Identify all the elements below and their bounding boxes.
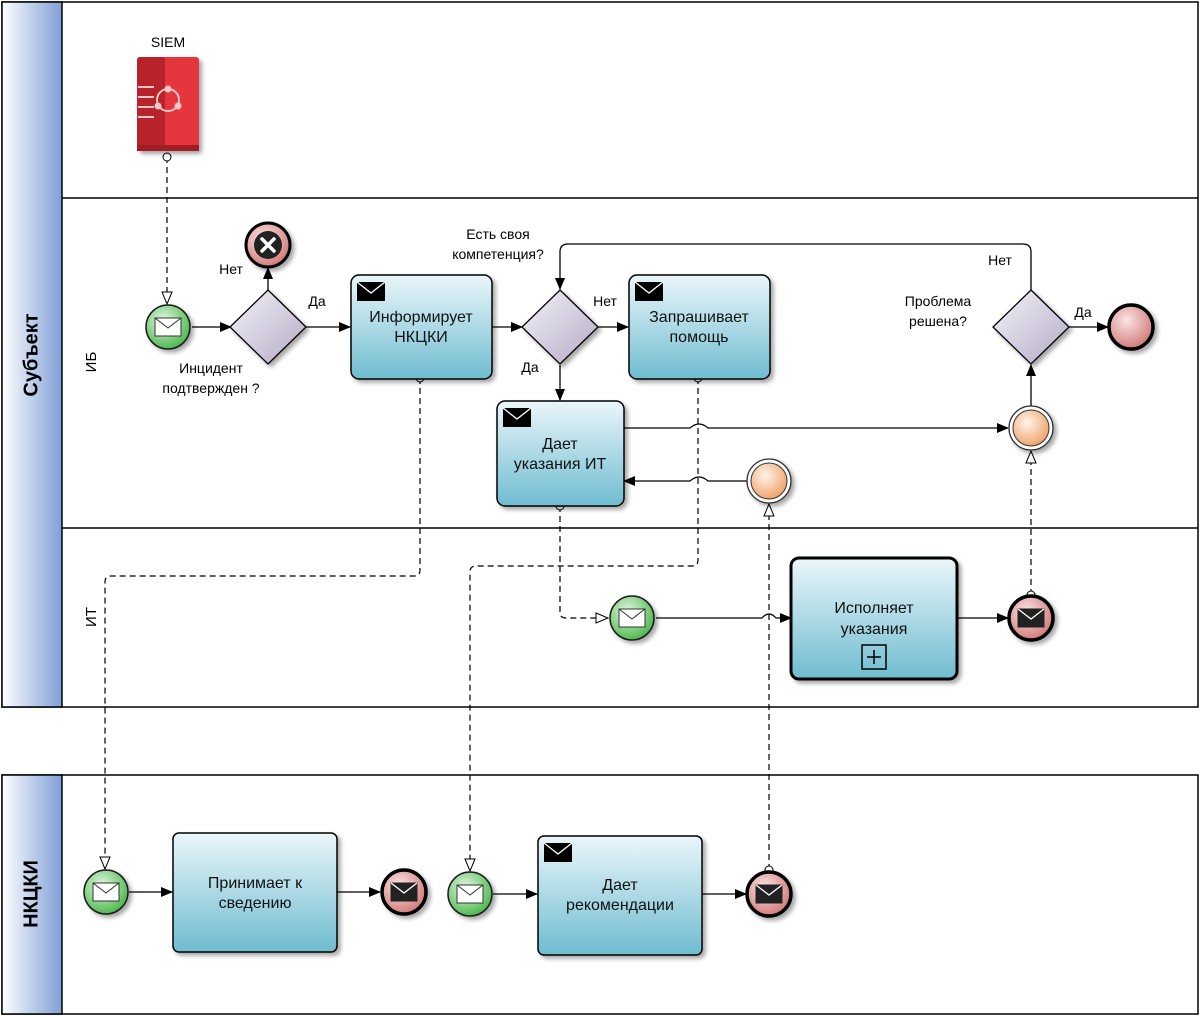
gateway-incident-question-line2: подтвержден ? <box>162 380 259 396</box>
message-flows <box>105 157 1031 871</box>
gateway-incident-question-line1: Инцидент <box>179 360 243 376</box>
start-event-it <box>609 595 655 641</box>
end-event-nkcki-2 <box>745 870 793 918</box>
msg-inform-to-nkcki <box>105 378 420 869</box>
pool-nkcki-header <box>1 774 63 1015</box>
gateway-solved-yes-label: Да <box>1074 304 1091 320</box>
subprocess-expand-icon[interactable] <box>861 644 887 670</box>
envelope-icon <box>456 884 484 904</box>
envelope-icon <box>618 608 646 628</box>
gateway-competence-yes-label: Да <box>521 359 538 375</box>
gateway-competence-no-label: Нет <box>593 293 617 309</box>
task-instructions-line2: указания ИТ <box>514 456 607 473</box>
task-recommendations-line2: рекомендации <box>566 897 674 914</box>
task-informs-line2: НКЦКИ <box>394 329 448 346</box>
task-acknowledges-line1: Принимает к <box>208 875 303 892</box>
task-informs-line1: Информирует <box>369 309 473 326</box>
gateway-competence-question-line1: Есть своя <box>466 226 529 242</box>
start-event-nkcki-2 <box>447 871 493 917</box>
end-event-it-message <box>1007 594 1055 642</box>
intermediate-event-recommendation <box>746 458 792 504</box>
task-instructions-line1: Дает <box>542 436 578 453</box>
gateway-problem-solved: Проблема решена? Нет Да <box>905 252 1092 365</box>
task-requests-help: Запрашивает помощь <box>628 274 771 380</box>
start-event-nkcki-1 <box>83 869 129 915</box>
gateway-solved-question-line1: Проблема <box>905 293 972 309</box>
envelope-filled-icon <box>543 842 573 862</box>
gateway-incident-no-label: Нет <box>219 261 243 277</box>
task-acknowledges: Принимает к сведению <box>172 832 338 953</box>
gateway-own-competence: Есть своя компетенция? Нет Да <box>452 226 617 375</box>
task-acknowledges-line2: сведению <box>219 895 292 912</box>
envelope-filled-icon <box>755 884 783 904</box>
envelope-filled-icon <box>356 281 386 301</box>
task-requests-line2: помощь <box>670 329 729 346</box>
pool-nkcki-label: НКЦКИ <box>20 860 42 928</box>
gateway-competence-question-line2: компетенция? <box>452 246 544 262</box>
task-gives-recommendations: Дает рекомендации <box>537 835 703 956</box>
sequence-flows <box>129 243 1109 899</box>
envelope-icon <box>92 882 120 902</box>
pool-subject-label: Субъект <box>20 313 42 396</box>
gateway-incident-yes-label: Да <box>308 293 325 309</box>
task-gives-instructions: Дает указания ИТ <box>496 400 625 507</box>
task-executes: Исполняет указания <box>789 556 959 681</box>
envelope-filled-icon <box>390 882 418 902</box>
intermediate-event-wait-it <box>1008 405 1054 451</box>
end-event-solved <box>1107 303 1155 351</box>
task-executes-line2: указания <box>841 621 908 638</box>
siem-icon <box>138 85 182 118</box>
close-icon <box>260 237 276 253</box>
gateway-solved-question-line2: решена? <box>909 313 967 329</box>
msg-request-to-nkcki <box>470 378 698 871</box>
envelope-filled-icon <box>634 281 664 301</box>
msg-instruct-to-it <box>560 506 608 618</box>
siem-datastore: SIEM <box>137 34 199 151</box>
task-executes-line1: Исполняет <box>834 600 914 617</box>
siem-label: SIEM <box>151 34 185 50</box>
task-informs-nkcki: Информирует НКЦКИ <box>350 274 493 380</box>
envelope-filled-icon <box>502 407 532 427</box>
pool-subject-header <box>1 1 63 708</box>
end-event-nkcki-1 <box>380 868 428 916</box>
start-event-incident <box>145 304 191 350</box>
lane-it-label: ИТ <box>83 607 100 627</box>
gateway-incident-confirmed: Инцидент подтвержден ? Нет Да <box>162 261 325 396</box>
lane-ib-label: ИБ <box>83 352 100 373</box>
task-requests-line1: Запрашивает <box>649 309 749 326</box>
gateway-solved-no-label: Нет <box>988 252 1012 268</box>
flow-gw3-no-loop <box>555 243 1032 290</box>
envelope-icon <box>154 317 182 337</box>
envelope-filled-icon <box>1017 608 1045 628</box>
error-end-event <box>244 221 292 269</box>
task-recommendations-line1: Дает <box>602 877 638 894</box>
